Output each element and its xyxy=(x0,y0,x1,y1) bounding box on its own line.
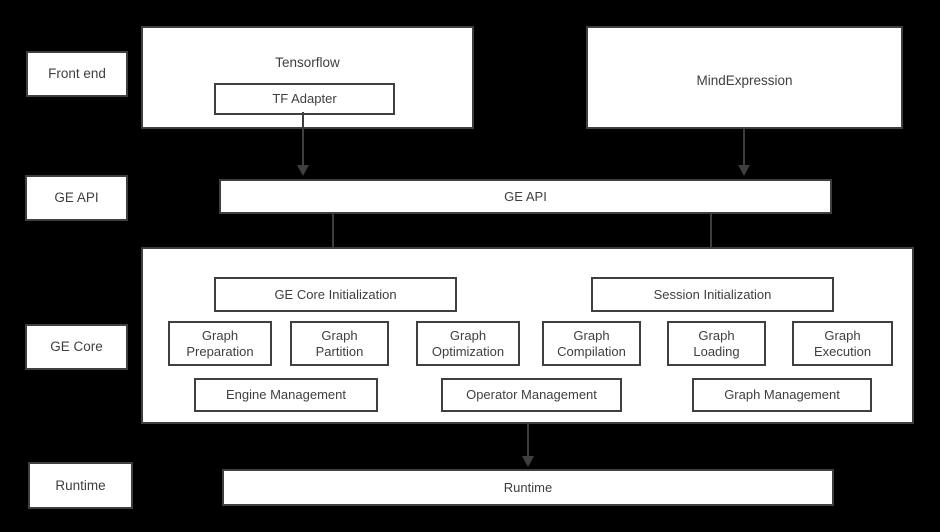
framework-mindexpression-label: MindExpression xyxy=(696,73,793,88)
connector-ge-api-to-session-initialization xyxy=(710,213,712,263)
module-ge-core-initialization[interactable]: GE Core Initialization xyxy=(214,277,457,312)
lane-label-runtime: Runtime xyxy=(28,462,133,509)
framework-mindexpression[interactable]: MindExpression xyxy=(586,26,903,129)
arrowhead-mindexpression-to-ge-api xyxy=(738,165,750,176)
framework-tensorflow[interactable]: Tensorflow TF Adapter xyxy=(141,26,474,129)
connector-tf-adapter-to-ge-api xyxy=(302,112,304,167)
module-graph-preparation[interactable]: Graph Preparation xyxy=(168,321,272,366)
module-operator-management[interactable]: Operator Management xyxy=(441,378,622,412)
module-engine-management[interactable]: Engine Management xyxy=(194,378,378,412)
framework-tensorflow-label: Tensorflow xyxy=(275,55,340,70)
module-session-initialization[interactable]: Session Initialization xyxy=(591,277,834,312)
arrowhead-ge-core-to-runtime xyxy=(522,456,534,467)
module-graph-management[interactable]: Graph Management xyxy=(692,378,872,412)
lane-label-ge-api: GE API xyxy=(25,175,128,221)
ge-core-container: GE Core Initialization Session Initializ… xyxy=(141,247,914,424)
module-graph-compilation[interactable]: Graph Compilation xyxy=(542,321,641,366)
lane-label-front-end: Front end xyxy=(26,51,128,97)
module-graph-loading[interactable]: Graph Loading xyxy=(667,321,766,366)
connector-mindexpression-to-ge-api xyxy=(743,129,745,167)
ge-api-bar[interactable]: GE API xyxy=(219,179,832,214)
module-graph-optimization[interactable]: Graph Optimization xyxy=(416,321,520,366)
connector-ge-api-to-ge-core-initialization xyxy=(332,213,334,263)
module-graph-partition[interactable]: Graph Partition xyxy=(290,321,389,366)
module-tf-adapter[interactable]: TF Adapter xyxy=(214,83,395,115)
connector-ge-core-to-runtime xyxy=(527,424,529,458)
module-graph-execution[interactable]: Graph Execution xyxy=(792,321,893,366)
arrowhead-tf-adapter-to-ge-api xyxy=(297,165,309,176)
lane-label-ge-core: GE Core xyxy=(25,324,128,370)
runtime-bar[interactable]: Runtime xyxy=(222,469,834,506)
